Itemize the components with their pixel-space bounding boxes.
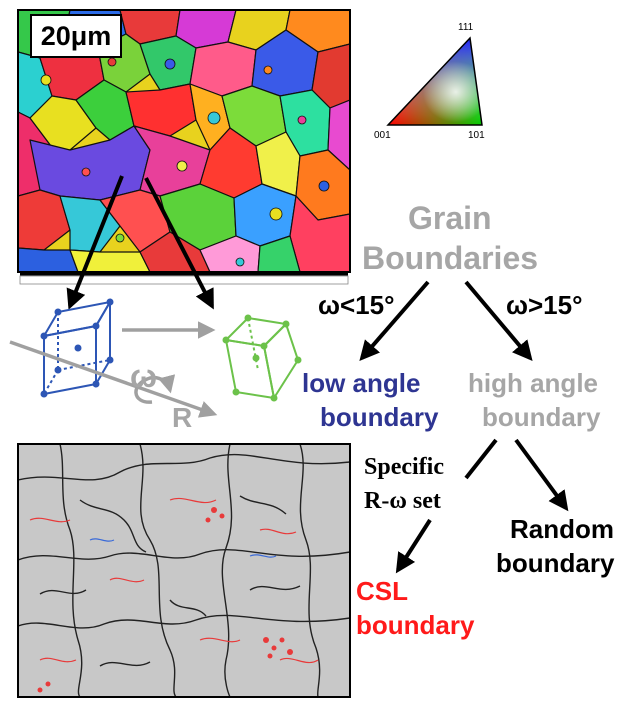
ipf-label-001: 001 [374, 130, 391, 141]
ipf-color-key-triangle [386, 36, 483, 126]
green-cube-icon [223, 316, 300, 401]
rotation-axis-label: R [172, 402, 193, 433]
random-boundary-line2: boundary [496, 548, 615, 578]
csl-boundary-line2: boundary [356, 610, 475, 640]
ipf-label-101: 101 [468, 130, 485, 141]
map-to-green-cube-arrow [144, 177, 214, 310]
high-angle-condition: ω>15° [506, 290, 583, 320]
green-cube-atoms [222, 314, 302, 402]
high-angle-boundary-line1: high angle [468, 368, 598, 398]
arrow-to-high-angle [464, 280, 533, 362]
grain-boundary-map [17, 443, 351, 698]
grain-boundaries-title-line1: Grain [408, 200, 492, 236]
specific-rw-line1: Specific [364, 454, 444, 480]
omega-rotation-arrow [134, 374, 176, 404]
scale-bar-label: 20μm [30, 14, 122, 58]
arrow-to-csl [395, 518, 432, 574]
omega-label: ω [130, 358, 158, 394]
specific-rw-line2: R-ω set [364, 488, 441, 514]
blue-cube-atoms [40, 298, 114, 398]
arrow-to-random [514, 438, 569, 512]
grain-boundaries-title-line2: Boundaries [362, 240, 539, 276]
csl-boundary-line1: CSL [356, 576, 408, 606]
low-angle-boundary-line2: boundary [320, 402, 439, 432]
arrow-to-low-angle [359, 280, 430, 362]
rotation-axis-arrow [9, 340, 218, 418]
ipf-label-111: 111 [458, 22, 474, 33]
high-angle-boundary-line2: boundary [482, 402, 601, 432]
low-angle-boundary-line1: low angle [302, 368, 421, 398]
map-to-blue-cube-arrow [66, 175, 124, 310]
random-boundary-line1: Random [510, 514, 614, 544]
arrow-to-specific [464, 438, 498, 480]
low-angle-condition: ω<15° [318, 290, 395, 320]
csl-boundary-clusters [37, 507, 293, 693]
